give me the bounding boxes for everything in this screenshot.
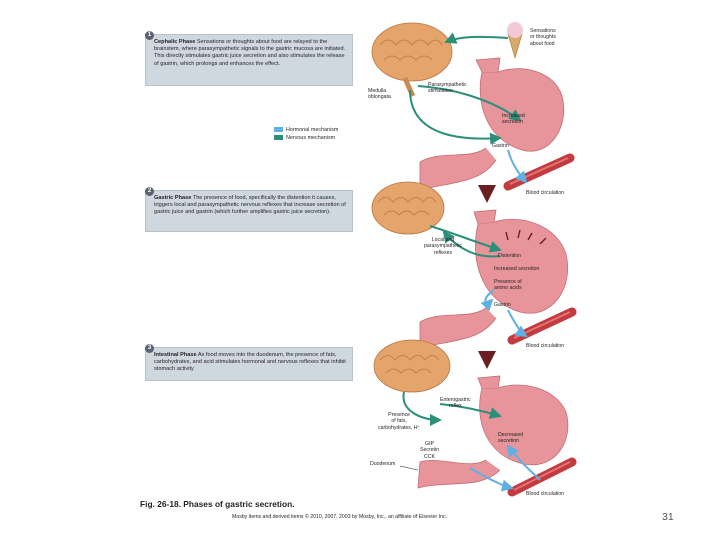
ice-cream-icon xyxy=(507,22,523,60)
label-increased-secretion-2: Increased secretion xyxy=(494,266,540,272)
figure-credit: Mosby items and derived items © 2010, 20… xyxy=(232,514,447,520)
phase-number-2: 2 xyxy=(145,187,154,196)
stomach-icon-3 xyxy=(417,375,569,489)
brain-icon-2 xyxy=(371,181,445,235)
label-parasympathetic-stimulation: Parasympathetic stimulation xyxy=(428,82,467,95)
brain-icon-1 xyxy=(371,22,453,98)
arrow-local-reflex xyxy=(429,225,502,253)
arrow-brain-to-duodenum xyxy=(402,391,442,426)
label-hormones: GIP Secretin CCK xyxy=(420,441,440,460)
gastric-phase-title: Gastric Phase xyxy=(154,195,192,201)
arrow-parasympathetic xyxy=(417,85,522,122)
label-sensations: Sensations or thoughts about food xyxy=(530,28,556,47)
intestinal-phase-text: As food moves into the duodenum, the pre… xyxy=(154,352,346,373)
label-duodenum: Duodenum xyxy=(370,461,396,467)
label-presence-fats: Presence of fats, carbohydrates, H⁺ xyxy=(378,412,421,431)
label-blood-circulation-1: Blood circulation xyxy=(526,190,565,196)
legend-item-hormonal: Hormonal mechanism xyxy=(274,126,338,134)
arrow-amino-acids xyxy=(480,289,495,312)
gastric-phase-box: 2 Gastric Phase The presence of food, sp… xyxy=(145,187,353,232)
label-gastrin-1: Gastrin xyxy=(492,143,509,149)
arrow-enterogastric xyxy=(439,403,502,419)
arrow-sensation-to-brain xyxy=(444,32,509,44)
cephalic-phase-title: Cephalic Phase xyxy=(154,39,196,45)
label-distention: Distention xyxy=(498,253,522,259)
label-enterogastric: Enterogastric reflex xyxy=(440,397,471,410)
legend: Hormonal mechanism Nervous mechanism xyxy=(274,126,338,142)
brain-icon-3 xyxy=(373,339,451,393)
label-presence-amino-acids: Presence of amino acids xyxy=(494,279,522,292)
cephalic-phase-box: 1 Cephalic Phase Sensations or thoughts … xyxy=(145,31,353,86)
hormonal-swatch-icon xyxy=(274,127,283,133)
arrow-blood-to-stomach xyxy=(506,444,541,481)
phase-number-3: 3 xyxy=(145,344,154,353)
arrow-distention-to-brain xyxy=(442,230,501,258)
intestinal-phase-title: Intestinal Phase xyxy=(154,352,197,358)
legend-item-nervous: Nervous mechanism xyxy=(274,134,338,142)
arrow-hormones-to-blood xyxy=(469,467,514,492)
label-blood-circulation-2: Blood circulation xyxy=(526,343,565,349)
intestinal-phase-box: 3 Intestinal Phase As food moves into th… xyxy=(145,344,353,381)
stomach-icon-1 xyxy=(419,57,564,191)
figure-caption: Fig. 26-18. Phases of gastric secretion. xyxy=(140,499,295,509)
duodenum-leader-line xyxy=(399,465,419,471)
label-local-reflexes: Local and parasympathetic reflexes xyxy=(424,237,463,256)
label-blood-circulation-3: Blood circulation xyxy=(526,491,565,497)
arrow-gastrin-to-blood-1 xyxy=(507,149,528,184)
gastric-phase-text: The presence of food, specifically the d… xyxy=(154,195,346,216)
blood-vessel-icon-2 xyxy=(507,307,577,345)
label-gastrin-2: Gastrin xyxy=(494,302,511,308)
page-number: 31 xyxy=(662,511,674,523)
blood-vessel-icon-3 xyxy=(507,457,577,497)
phase-number-1: 1 xyxy=(145,31,154,40)
arrow-gastrin-to-blood-2 xyxy=(507,309,528,338)
label-medulla: Medulla oblongata xyxy=(368,88,391,101)
nervous-swatch-icon xyxy=(274,135,283,141)
label-decreased-secretion: Decreased secretion xyxy=(498,432,524,445)
arrow-to-gastrin-cells xyxy=(409,89,502,145)
cephalic-phase-text: Sensations or thoughts about food are re… xyxy=(154,39,346,67)
label-increased-secretion-1: Increased secretion xyxy=(502,113,525,126)
